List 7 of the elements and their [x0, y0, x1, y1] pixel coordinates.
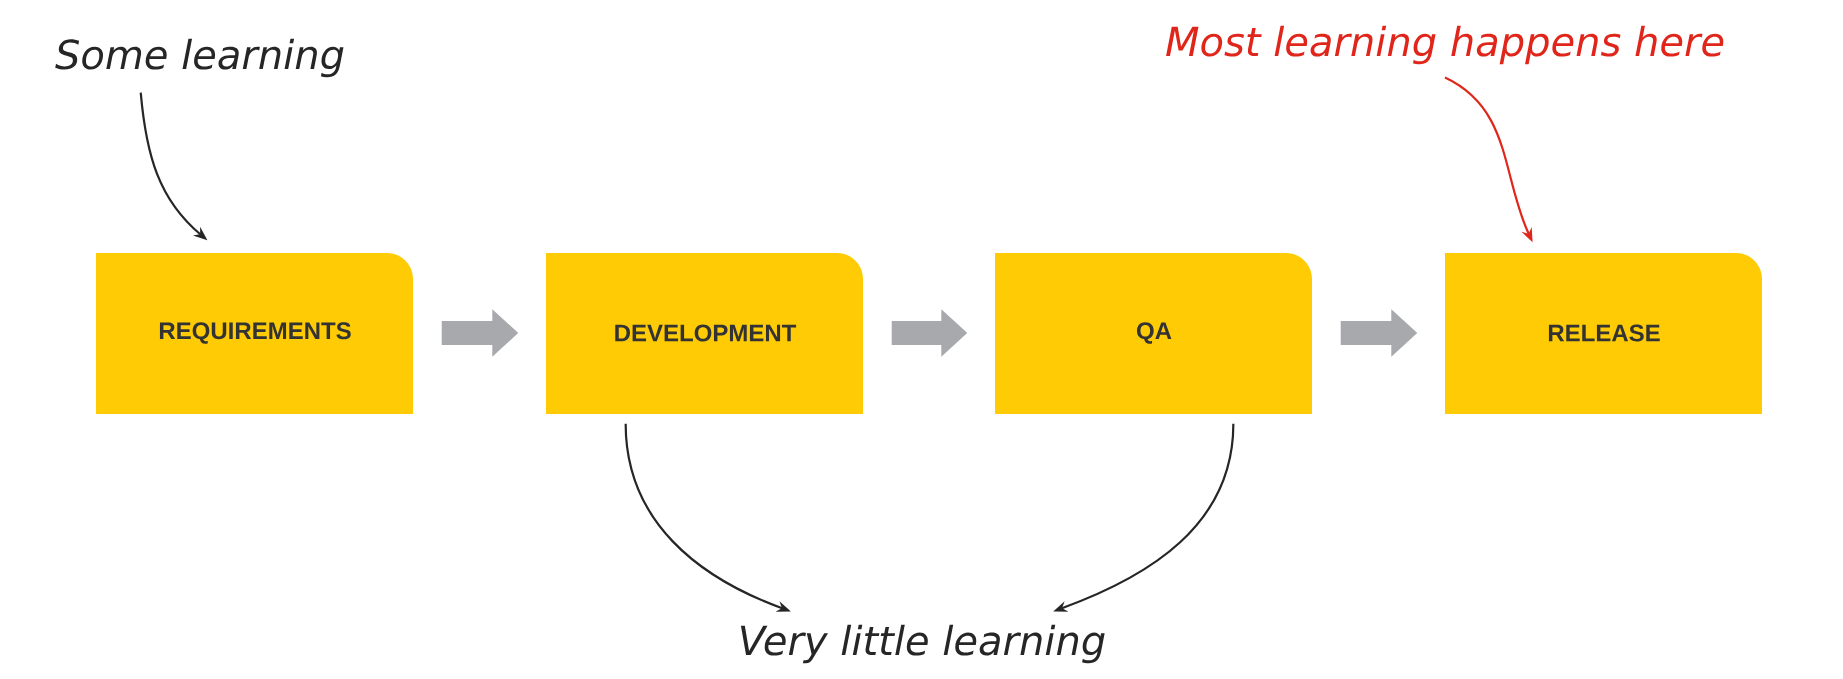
- process-box: RELEASE: [1445, 253, 1762, 414]
- process-box: REQUIREMENTS: [96, 253, 413, 414]
- handwritten-note: Very little learning: [740, 624, 1105, 664]
- process-box: QA: [995, 253, 1312, 414]
- process-box: DEVELOPMENT: [546, 253, 863, 414]
- handwritten-note: Some learning: [55, 38, 344, 78]
- handwritten-note: Most learning happens here: [1166, 25, 1724, 65]
